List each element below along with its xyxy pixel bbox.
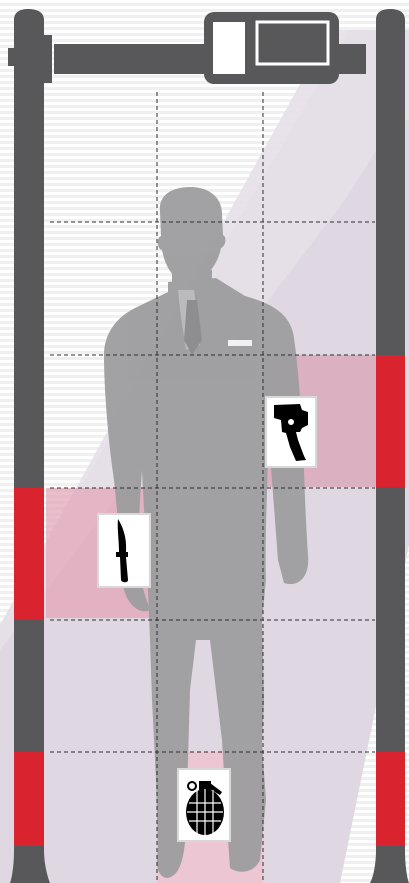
right-alert-zone bbox=[376, 355, 405, 487]
left-alert-zone-bottom bbox=[14, 752, 44, 846]
right-alert-zone-bottom bbox=[376, 752, 405, 846]
hand-grenade-icon bbox=[178, 769, 230, 841]
control-panel-icon bbox=[204, 12, 339, 84]
revolver-icon bbox=[266, 397, 316, 467]
combat-knife-icon bbox=[98, 514, 150, 587]
left-alert-zone bbox=[14, 488, 44, 620]
left-pillar bbox=[10, 9, 50, 883]
